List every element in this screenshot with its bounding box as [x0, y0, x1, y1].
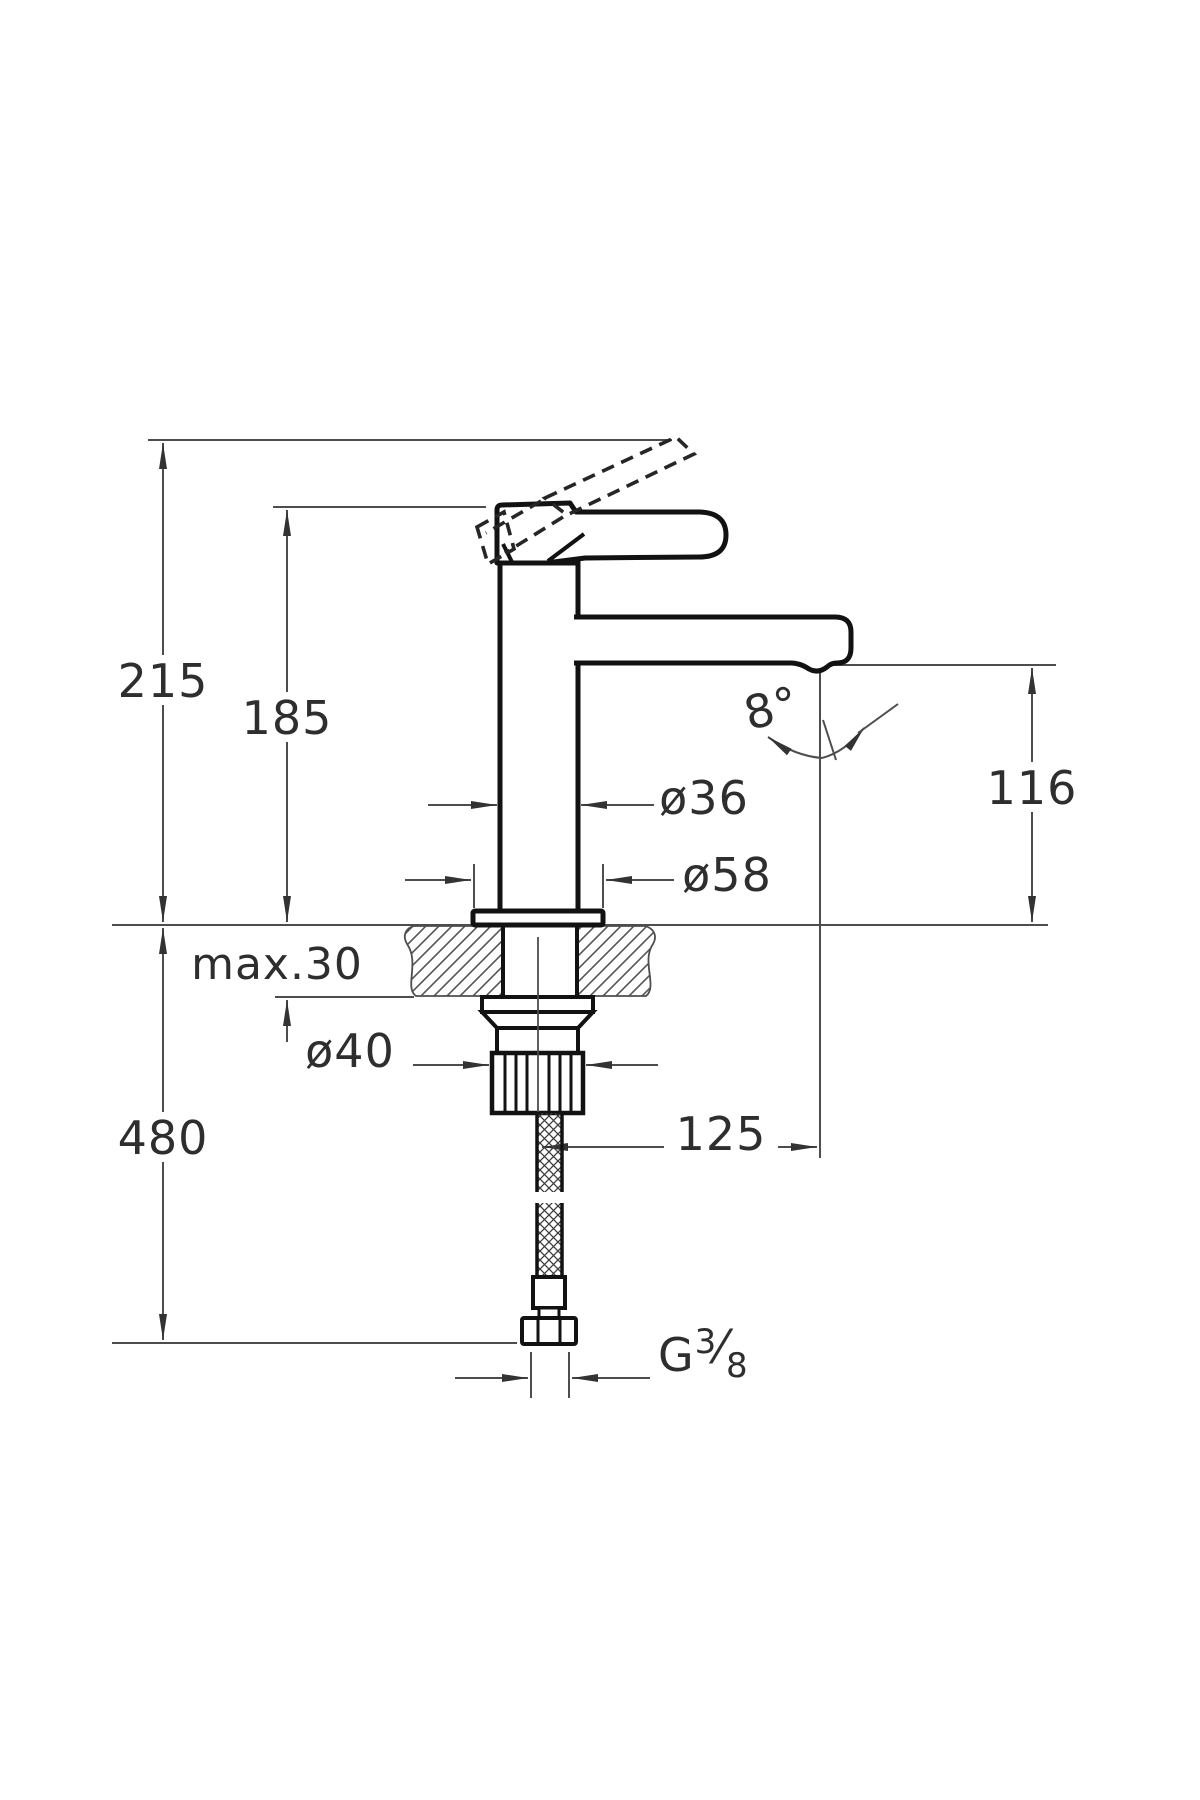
threaded-shank	[501, 925, 579, 996]
dimension-lines	[159, 443, 1036, 1398]
hex-nut-facets	[536, 1318, 562, 1344]
supply-hose-lower-fill	[537, 1203, 562, 1277]
mixer-head-and-lever	[494, 500, 729, 566]
label-bg-215	[120, 655, 208, 705]
countertop-hatch-right	[577, 925, 656, 997]
label-bg-116	[990, 762, 1075, 812]
dim-handle-height-label: 185	[242, 691, 333, 745]
dim-deck-max-label: max.30	[191, 939, 363, 990]
spout	[574, 614, 854, 674]
faucet-outline	[474, 434, 854, 915]
dim-dia-body-label: ø36	[659, 771, 749, 825]
dim-spout-reach-label: 125	[676, 1107, 767, 1161]
supply-hose-lower	[535, 1203, 564, 1277]
dim-thread-label: G3⁄8	[658, 1320, 749, 1386]
thread-prefix: G	[658, 1328, 695, 1382]
body-column	[497, 560, 581, 915]
hose-hex-nut	[520, 1316, 578, 1346]
thread-denominator: 8	[726, 1346, 749, 1386]
label-bg-185	[244, 692, 332, 742]
angle-arc-left	[767, 736, 823, 759]
spout-fill	[574, 616, 851, 664]
raised-head-outline	[474, 509, 517, 567]
countertop-section	[403, 925, 656, 997]
dim-spout-angle-label: 8°	[739, 675, 805, 741]
mounting-flange	[470, 908, 606, 928]
raised-lever-edge-b	[504, 515, 564, 555]
angle-tick	[822, 719, 837, 761]
reference-lines	[112, 439, 1056, 1344]
supply-hose-upper	[535, 1113, 564, 1192]
dim-dia-nut-label: ø40	[305, 1024, 395, 1078]
supply-hose-upper-fill	[537, 1113, 562, 1192]
dim-depth-below-label: 480	[118, 1111, 209, 1165]
under-counter-assembly	[470, 908, 606, 1346]
countertop-hatch-left	[403, 925, 503, 997]
raised-lever-bar	[541, 434, 698, 518]
raised-lever-dashed	[474, 434, 698, 567]
dim-dia-base-label: ø58	[682, 848, 772, 902]
label-bg-480	[120, 1112, 208, 1162]
raised-lever-edge-a	[485, 499, 542, 535]
hose-ferrule	[531, 1275, 567, 1310]
thread-numerator: 3	[695, 1322, 718, 1362]
angle-leader	[857, 703, 899, 734]
dim-spout-height-label: 116	[987, 761, 1078, 815]
dimension-labels: 215 185 480 116 max.30 ø40 ø36 ø58 125 8…	[118, 654, 1078, 1386]
dim-total-height-label: 215	[118, 654, 209, 708]
knurl-ribs	[503, 1055, 573, 1111]
